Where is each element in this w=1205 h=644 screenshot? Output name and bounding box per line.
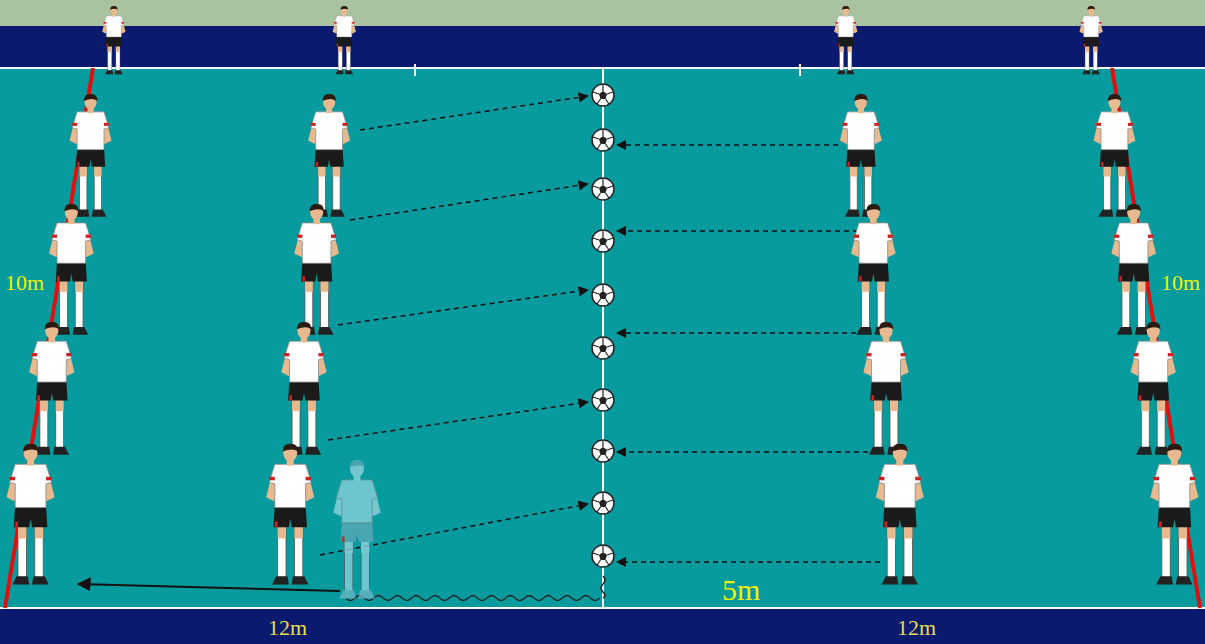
dimension-label: 12m [268, 617, 307, 639]
run-arrow [78, 584, 340, 591]
dimension-label: 10m [5, 272, 44, 294]
player-figure [1132, 322, 1174, 455]
ball [592, 84, 614, 106]
tick-mark [414, 64, 416, 76]
pass-arrow [617, 230, 858, 232]
dribbling-player [335, 460, 379, 599]
player-figure [1113, 204, 1155, 335]
player-figure [310, 94, 349, 217]
ball [592, 230, 614, 252]
ball [592, 492, 614, 514]
player-figure [835, 6, 857, 74]
dribble-path [601, 576, 605, 598]
dimension-label: 10m [1161, 272, 1200, 294]
player-figure [296, 204, 338, 335]
pass-arrow [360, 96, 588, 130]
pass-arrow [617, 561, 880, 563]
tick-mark [799, 64, 801, 76]
pass-arrow [617, 144, 838, 146]
player-figure [1095, 94, 1134, 217]
pass-arrow [617, 332, 865, 334]
ball [592, 545, 614, 567]
background-strip [0, 0, 1205, 26]
player-figure [333, 6, 355, 74]
ball [592, 178, 614, 200]
player-figure [841, 94, 880, 217]
ball [592, 440, 614, 462]
player-figure [51, 204, 93, 335]
ball [592, 389, 614, 411]
dimension-label: 5m [722, 575, 760, 605]
pass-arrow [338, 290, 588, 325]
ball [592, 337, 614, 359]
dimension-label: 12m [897, 617, 936, 639]
player-figure [71, 94, 110, 217]
player-figure [865, 322, 907, 455]
player-figure [31, 322, 73, 455]
player-figure [877, 444, 922, 585]
pass-arrow [328, 402, 588, 440]
pass-arrow [350, 184, 588, 220]
ball [592, 129, 614, 151]
player-figure [8, 444, 53, 585]
player-figure [1152, 444, 1197, 585]
top-band [0, 26, 1205, 68]
pitch [0, 68, 1205, 608]
pass-arrow [617, 451, 868, 453]
bottom-band [0, 608, 1205, 644]
player-figure [283, 322, 325, 455]
player-figure [268, 444, 313, 585]
dribble-path [346, 596, 600, 601]
player-figure [1080, 6, 1102, 74]
ball [592, 284, 614, 306]
player-figure [853, 204, 895, 335]
player-figure [103, 6, 125, 74]
